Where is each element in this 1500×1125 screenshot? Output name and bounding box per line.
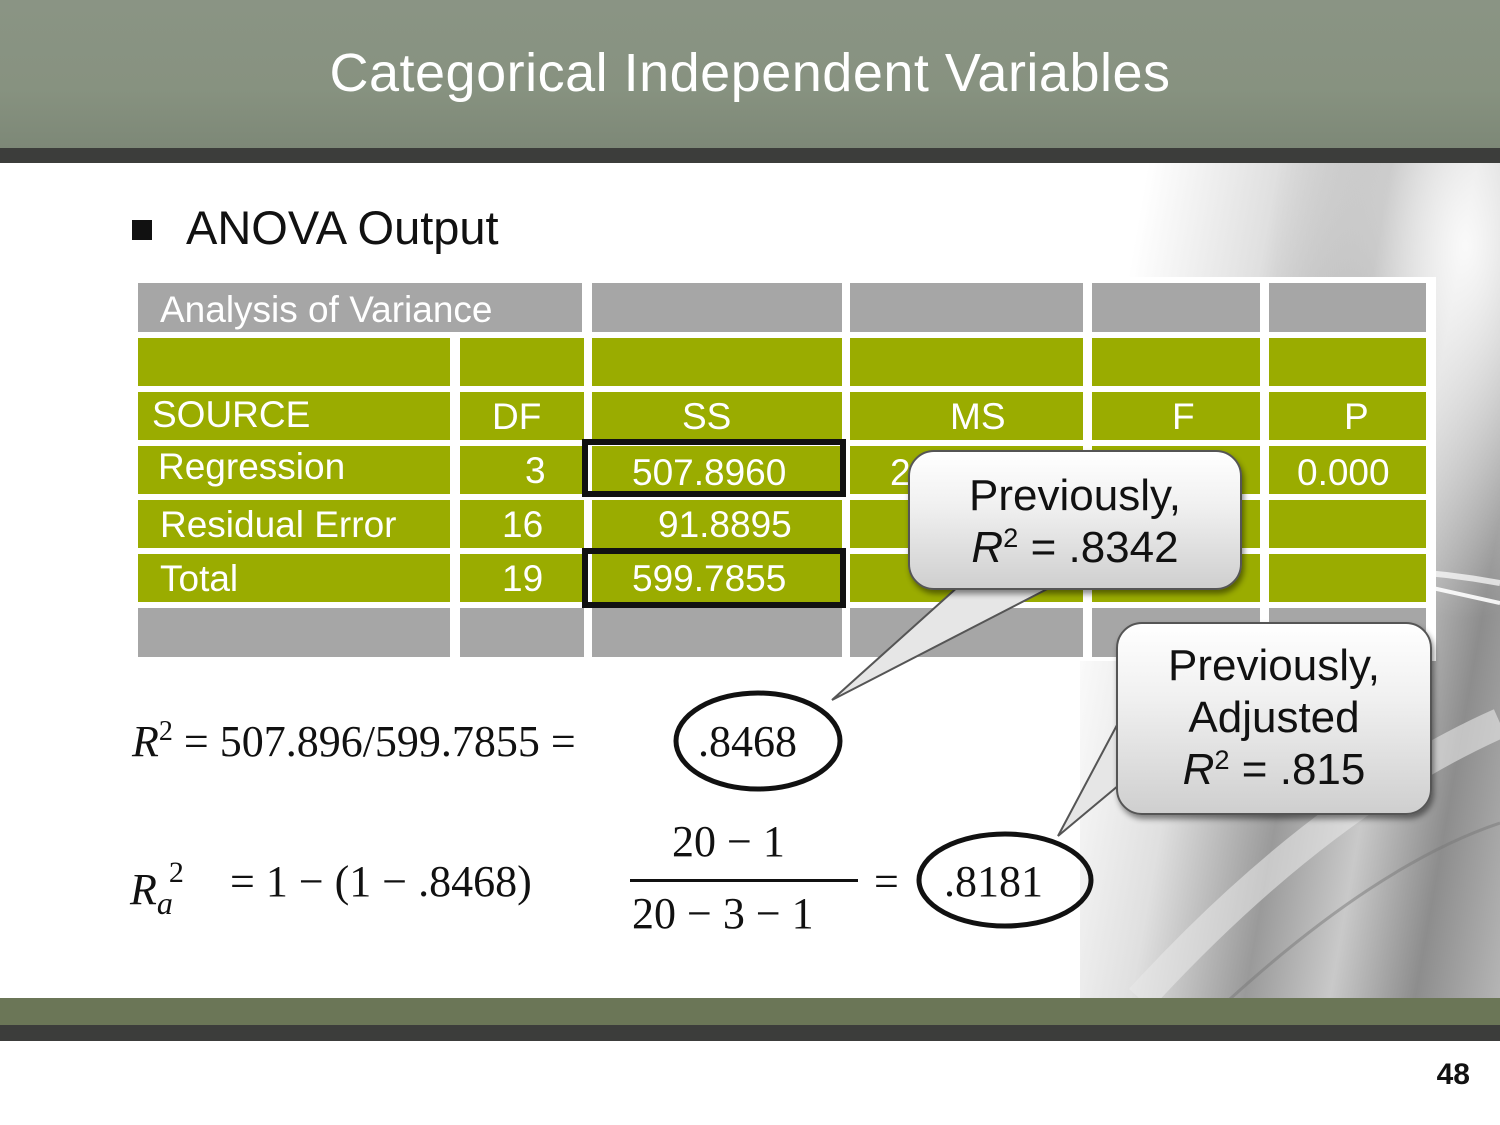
callout-adj-var: R xyxy=(1182,744,1215,794)
ss-regression-highlight xyxy=(582,439,846,497)
formula-adj-expression: = 1 − (1 − .8468) xyxy=(230,857,532,906)
callout-adj-exp: 2 xyxy=(1214,743,1230,775)
table-cell xyxy=(460,338,584,386)
table-cell xyxy=(592,338,842,386)
bullet-marker xyxy=(132,220,152,240)
formula-adj-sub: a xyxy=(156,885,173,921)
row-residual-df: 16 xyxy=(460,500,584,548)
table-cell xyxy=(138,608,450,657)
row-residual-source: Residual Error xyxy=(138,500,450,548)
callout-adj-line3: R2 = .815 xyxy=(1118,744,1430,796)
table-cell xyxy=(1269,338,1426,386)
ss-total-highlight xyxy=(582,548,846,608)
bullet-text: ANOVA Output xyxy=(186,201,499,254)
header-ms: MS xyxy=(850,392,1083,440)
footer-band xyxy=(0,998,1500,1025)
formula-adj-exp: 2 xyxy=(168,856,184,889)
header-ss: SS xyxy=(592,392,842,440)
row-residual-ss: 91.8895 xyxy=(592,500,842,548)
table-cell xyxy=(592,608,842,657)
header-p: P xyxy=(1269,392,1426,440)
page-number: 48 xyxy=(1436,1058,1470,1091)
formula-r2-exp: 2 xyxy=(158,716,173,747)
table-cell xyxy=(592,283,842,332)
callout-r2-line1: Previously, xyxy=(969,471,1181,520)
callout-adj-line1: Previously, xyxy=(1168,641,1380,690)
row-regression-df: 3 xyxy=(460,446,584,494)
row-regression-source: Regression xyxy=(138,446,450,494)
row-regression-ss: 507.8960 xyxy=(592,446,842,494)
table-cell xyxy=(1092,338,1260,386)
table-cell xyxy=(460,608,584,657)
row-total-source: Total xyxy=(138,554,450,602)
header-source: SOURCE xyxy=(138,392,450,440)
callout-r2-line2: R2 = .8342 xyxy=(910,522,1240,574)
row-regression-p: 0.000 xyxy=(1269,446,1426,494)
callout-previous-r2: Previously, R2 = .8342 xyxy=(908,450,1242,590)
fraction-bar xyxy=(630,879,858,882)
formula-adj-numerator: 20 − 1 xyxy=(672,817,785,866)
row-total-ss: 599.7855 xyxy=(592,554,842,602)
row-total-df: 19 xyxy=(460,554,584,602)
formula-adj-equals: = xyxy=(874,857,899,906)
formula-r2-result: .8468 xyxy=(698,717,797,766)
callout-previous-adjusted-r2: Previously, Adjusted R2 = .815 xyxy=(1116,622,1432,815)
footer-divider xyxy=(0,1025,1500,1041)
callout-adj-value: = .815 xyxy=(1229,744,1366,794)
table-cell xyxy=(1092,283,1260,332)
formula-r2: R2 = 507.896/599.7855 = xyxy=(132,716,576,767)
callout-adj-line2: Adjusted xyxy=(1188,692,1360,742)
table-cell xyxy=(138,338,450,386)
callout-r2-var: R xyxy=(971,522,1004,572)
row-residual-p xyxy=(1269,500,1426,548)
formula-adj-var: R xyxy=(130,865,157,914)
callout-r2-value: = .8342 xyxy=(1018,522,1179,572)
formula-adj-lhs: Ra2 xyxy=(130,856,184,922)
table-cell xyxy=(1269,283,1426,332)
slide-header xyxy=(0,0,1500,148)
table-caption: Analysis of Variance xyxy=(138,283,582,332)
header-divider xyxy=(0,148,1500,163)
table-cell xyxy=(850,283,1083,332)
table-cell xyxy=(850,338,1083,386)
slide-title: Categorical Independent Variables xyxy=(329,43,1171,103)
formula-adj-result: .8181 xyxy=(944,857,1043,906)
formula-adj-denominator: 20 − 3 − 1 xyxy=(632,889,814,938)
row-total-p xyxy=(1269,554,1426,602)
callout-r2-exp: 2 xyxy=(1003,521,1019,553)
formula-r2-var: R xyxy=(132,717,159,766)
header-f: F xyxy=(1092,392,1260,440)
header-df: DF xyxy=(460,392,584,440)
formula-r2-expr: = 507.896/599.7855 = xyxy=(183,717,576,766)
